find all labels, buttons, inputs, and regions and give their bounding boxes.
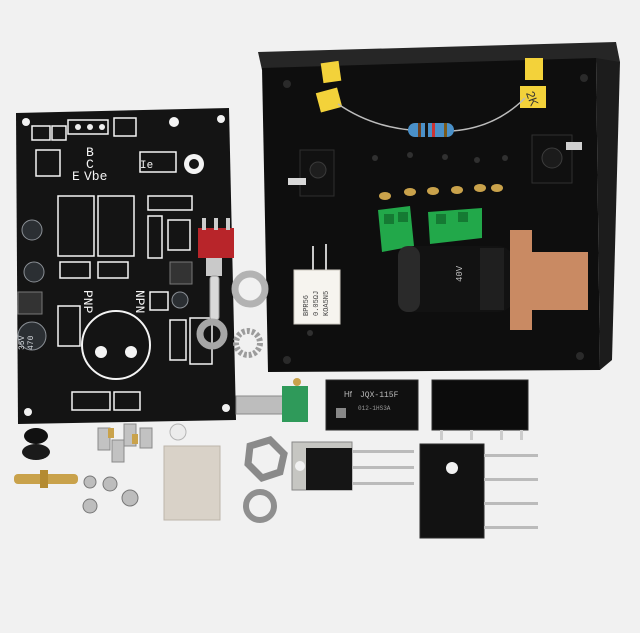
hex-standoffs <box>97 423 153 463</box>
brass-banana-plug <box>14 470 78 488</box>
pcb-label-e: E <box>72 169 80 184</box>
svg-text:40V: 40V <box>455 265 465 282</box>
plastic-bushing <box>169 423 187 441</box>
power-transistor <box>291 441 414 491</box>
tape-piece <box>315 87 343 113</box>
washer-large <box>243 489 277 523</box>
pcb-cap-voltage: 35V <box>18 335 27 350</box>
relay-brand: Hf <box>344 390 353 399</box>
rubber-feet <box>22 428 50 460</box>
insulator-pad <box>163 445 221 521</box>
washer <box>231 270 269 308</box>
dc-jack-right <box>531 134 582 184</box>
tape-piece <box>320 60 342 84</box>
hex-nut-large <box>244 436 288 483</box>
relay-large <box>431 379 529 440</box>
trimmer-potentiometer <box>235 378 308 422</box>
tape-piece <box>525 58 543 80</box>
hex-nut <box>196 318 228 350</box>
large-electrolytic-capacitor: 40V <box>398 246 514 312</box>
cement-resistor-line2: 0.05ΩJ <box>313 291 321 316</box>
pcb-cap-value: 470 <box>27 335 36 350</box>
cement-resistor-line3: KOA5N5 <box>323 291 331 316</box>
pcb-label-npn: NPN <box>132 290 147 313</box>
copper-bracket <box>510 230 588 330</box>
tape-piece <box>520 86 546 108</box>
star-lock-washer <box>233 328 263 358</box>
pcb-board <box>16 108 236 424</box>
pcb-label-vbe: Vbe <box>84 169 107 184</box>
green-terminal-block-right <box>428 208 482 244</box>
dc-jack-left <box>288 149 335 197</box>
relay-model: JQX-115F <box>360 391 399 400</box>
pcb-label-pnp: PNP <box>80 290 95 314</box>
small-screws <box>82 475 139 514</box>
relay-rating: 012-1HS3A <box>358 405 391 412</box>
brass-standoffs-row <box>379 184 503 200</box>
pcb-label-ie: Ie <box>140 160 153 172</box>
toggle-switch <box>198 218 234 321</box>
cement-resistor-line1: BPR56 <box>303 295 311 316</box>
pcb-label-c: C <box>86 157 94 172</box>
pcb-label-b: B <box>86 145 94 160</box>
axial-resistor <box>337 97 526 137</box>
tape-note: 2K <box>523 89 541 108</box>
green-terminal-block-left <box>378 206 414 252</box>
relay-small: Hf JQX-115F 012-1HS3A <box>325 379 419 431</box>
cement-resistor: BPR56 0.05ΩJ KOA5N5 <box>293 244 341 325</box>
bridge-rectifier <box>419 443 538 539</box>
